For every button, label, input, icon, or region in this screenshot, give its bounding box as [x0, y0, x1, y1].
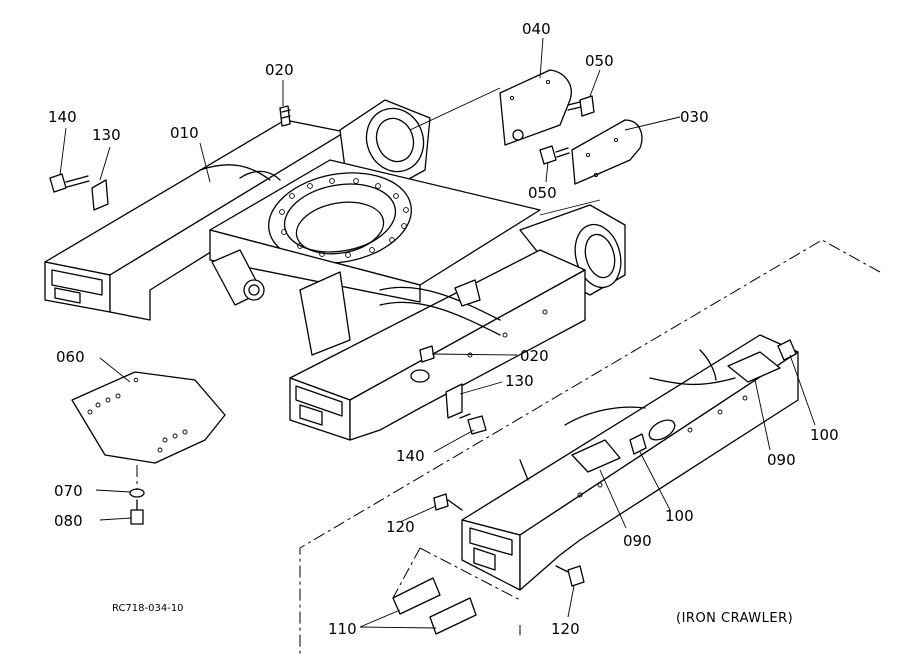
bolt-050-top — [567, 95, 595, 117]
label-070: 070 — [54, 482, 83, 500]
label-030: 030 — [680, 108, 709, 126]
track-frame-010 — [44, 99, 626, 441]
label-090-right: 090 — [767, 451, 796, 469]
label-130-mid: 130 — [505, 372, 534, 390]
iron-crawler-inset — [299, 239, 881, 655]
label-040: 040 — [522, 20, 551, 38]
label-020-top: 020 — [265, 61, 294, 79]
label-140-left: 140 — [48, 108, 77, 126]
label-080: 080 — [54, 512, 83, 530]
cover-040 — [499, 69, 572, 146]
label-130-left: 130 — [92, 126, 121, 144]
label-010: 010 — [170, 124, 199, 142]
caption-iron-crawler: (IRON CRAWLER) — [676, 611, 793, 626]
label-120-bottom: 120 — [551, 620, 580, 638]
bolt-080 — [130, 499, 144, 525]
grease-fitting-020-mid — [419, 345, 435, 363]
label-100-mid: 100 — [665, 507, 694, 525]
label-120-left: 120 — [386, 518, 415, 536]
plate-130-left — [91, 179, 109, 211]
ring-bolt-holes — [279, 178, 409, 258]
bolt-140-left — [49, 173, 90, 193]
under-cover-060 — [71, 371, 226, 464]
bolt-050-bottom — [539, 145, 570, 165]
bolt-140-mid — [459, 413, 487, 435]
label-020-mid: 020 — [520, 347, 549, 365]
washer-070 — [129, 488, 145, 498]
grease-fitting-020-top — [279, 105, 291, 127]
label-090-mid: 090 — [623, 532, 652, 550]
cover-030 — [571, 119, 643, 185]
label-110: 110 — [328, 620, 357, 638]
drawing-code: RC718-034-10 — [112, 603, 184, 614]
label-100-right: 100 — [810, 426, 839, 444]
leader-lines — [59, 37, 816, 629]
label-140-mid: 140 — [396, 447, 425, 465]
label-060: 060 — [56, 348, 85, 366]
label-050-bottom: 050 — [528, 184, 557, 202]
plate-130-mid — [445, 383, 463, 419]
label-050-top: 050 — [585, 52, 614, 70]
